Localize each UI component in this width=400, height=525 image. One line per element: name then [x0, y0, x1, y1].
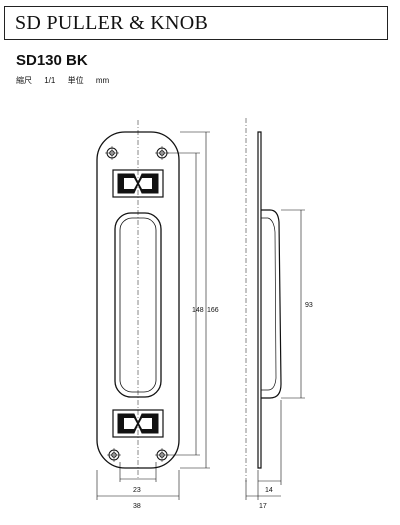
top-bracket	[112, 169, 164, 198]
bottom-bracket	[112, 409, 164, 438]
screw-hole-bottom-right	[155, 448, 169, 462]
dim-hole-pitch: 148	[192, 307, 204, 314]
dim-recess-width: 23	[133, 487, 141, 494]
unit-label: 単位	[67, 76, 84, 85]
screw-hole-top-left	[105, 146, 119, 160]
side-view	[245, 118, 282, 482]
unit-value: mm	[95, 76, 110, 85]
dim-plate-width: 38	[133, 503, 141, 510]
screw-hole-bottom-left	[107, 448, 121, 462]
dim-projection: 14	[265, 487, 273, 494]
recess-slot	[114, 212, 162, 398]
title-box: SD PULLER & KNOB	[4, 6, 388, 40]
screw-hole-top-right	[155, 146, 169, 160]
page-title: SD PULLER & KNOB	[15, 12, 209, 34]
scale-note: 縮尺 1/1 単位 mm	[16, 75, 119, 86]
dim-total-height: 166	[207, 307, 219, 314]
scale-label: 縮尺	[16, 76, 32, 85]
scale-value: 1/1	[44, 76, 56, 85]
dim-recess-height: 93	[305, 302, 313, 309]
dim-total-depth: 17	[259, 503, 267, 510]
model-number: SD130 BK	[16, 52, 88, 69]
